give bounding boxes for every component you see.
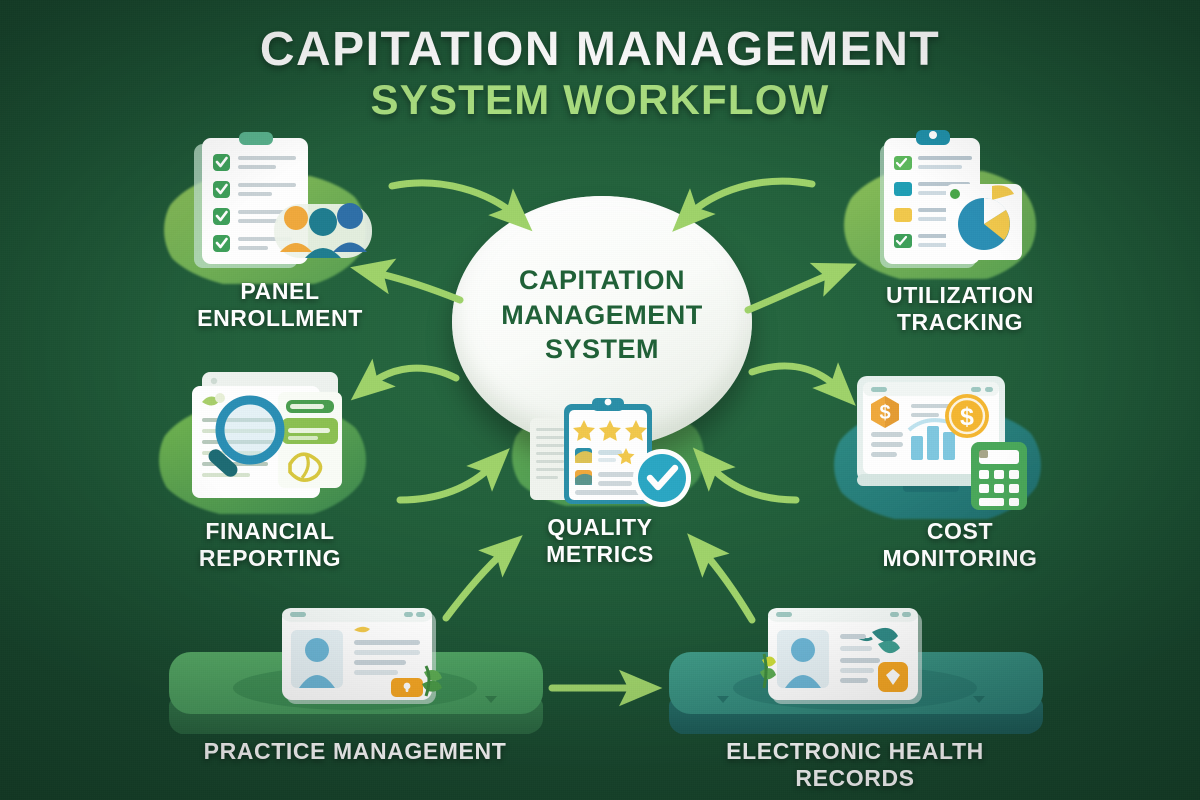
arrow-utilization-to-center (672, 177, 816, 232)
electronic-health-records-line-1: ELECTRONIC HEALTH RECORDS (726, 738, 984, 792)
center-label-line-3: SYSTEM (544, 334, 660, 365)
arrow-center-to-cost (748, 362, 856, 406)
svg-text:$: $ (960, 403, 974, 431)
node-label-electronic-health-records: ELECTRONIC HEALTH RECORDS (665, 738, 1045, 792)
platform-patient-card-icon[interactable] (278, 606, 448, 721)
arrow-center-to-financial (350, 358, 460, 401)
svg-text:$: $ (879, 402, 890, 424)
arrow-practice-to-quality (442, 535, 523, 622)
node-label-financial-reporting: FINANCIAL REPORTING (130, 518, 410, 572)
arrow-center-to-utilization (744, 262, 857, 314)
node-label-utilization-tracking: UTILIZATION TRACKING (820, 282, 1100, 336)
arrow-center-to-panel (350, 258, 464, 304)
cost-monitoring-line-2: MONITORING (882, 545, 1038, 572)
documents-magnifier-icon[interactable] (178, 368, 363, 513)
arrow-ehr-to-quality (687, 533, 756, 624)
quality-metrics-line-2: METRICS (546, 541, 654, 568)
center-label-line-1: CAPITATION (519, 265, 685, 296)
center-label-line-2: MANAGEMENT (501, 299, 703, 330)
node-label-quality-metrics: QUALITY METRICS (470, 514, 730, 568)
cost-monitoring-line-1: COST (926, 518, 994, 544)
node-label-cost-monitoring: COST MONITORING (820, 518, 1100, 572)
clipboard-checklist-people-icon[interactable] (178, 130, 378, 280)
platform-ehr-card-icon[interactable] (760, 606, 935, 721)
monitor-dollar-calculator-icon[interactable]: $ $ (845, 370, 1035, 520)
page-title: CAPITATION MANAGEMENT SYSTEM WORKFLOW (0, 24, 1200, 123)
utilization-tracking-line-2: TRACKING (896, 309, 1024, 336)
title-line-1: CAPITATION MANAGEMENT (259, 23, 941, 76)
financial-reporting-line-2: REPORTING (198, 545, 342, 572)
panel-enrollment-line-2: ENROLLMENT (197, 305, 363, 332)
arrow-quality-to-center-left (396, 448, 510, 504)
center-node-capitation-management-system[interactable]: CAPITATION MANAGEMENT SYSTEM (452, 196, 752, 448)
practice-management-line-1: PRACTICE MANAGEMENT (203, 738, 507, 764)
arrow-quality-to-center-right (692, 447, 800, 504)
quality-metrics-line-1: QUALITY (547, 514, 653, 540)
panel-enrollment-line-1: PANEL (240, 278, 320, 304)
clipboard-stars-checkbadge-icon[interactable] (522, 396, 697, 516)
utilization-tracking-line-1: UTILIZATION (886, 282, 1034, 308)
center-node-label: CAPITATION MANAGEMENT SYSTEM (479, 263, 725, 367)
clipboard-piechart-icon[interactable] (862, 128, 1032, 283)
node-label-panel-enrollment: PANEL ENROLLMENT (140, 278, 420, 332)
financial-reporting-line-1: FINANCIAL (205, 518, 335, 544)
arrow-panel-to-center (388, 179, 533, 232)
node-label-practice-management: PRACTICE MANAGEMENT (175, 738, 535, 765)
title-line-2: SYSTEM WORKFLOW (370, 75, 830, 123)
